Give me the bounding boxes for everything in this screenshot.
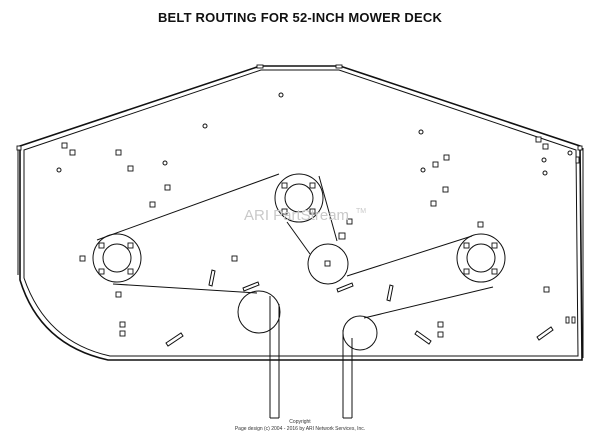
idler-pulley-center — [307, 243, 349, 285]
copyright-line-2: Page design (c) 2004 - 2016 by ARI Netwo… — [234, 426, 366, 432]
mounting-holes — [56, 92, 580, 338]
belt-to-engine — [269, 296, 353, 419]
engine-pulley — [237, 290, 281, 334]
diagram-title: BELT ROUTING FOR 52-INCH MOWER DECK — [157, 10, 443, 25]
drive-belt — [96, 173, 494, 319]
deck-slots — [165, 269, 554, 347]
copyright-line-1: Copyright — [289, 419, 311, 425]
copyright-notice: Copyright Page design (c) 2004 - 2016 by… — [0, 419, 600, 433]
center-spindle-pulley — [274, 173, 324, 223]
left-spindle-pulley — [92, 233, 142, 283]
watermark-trademark: TM — [356, 208, 367, 215]
right-spindle-pulley — [456, 233, 506, 283]
deck-outline — [16, 64, 584, 361]
watermark-text: ARI PartStream — [244, 207, 350, 224]
idler-pulley-bottom — [342, 315, 378, 351]
